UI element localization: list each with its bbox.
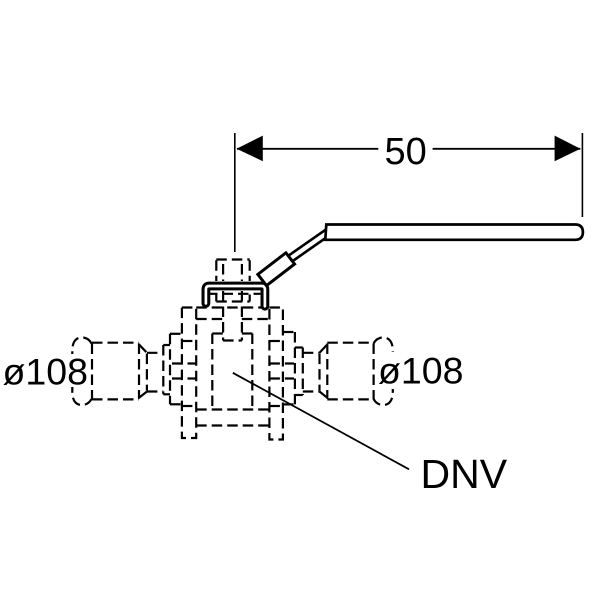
svg-text:ø108: ø108	[3, 350, 88, 392]
svg-text:ø108: ø108	[378, 349, 463, 391]
svg-text:DNV: DNV	[421, 451, 508, 497]
svg-text:50: 50	[385, 131, 427, 173]
